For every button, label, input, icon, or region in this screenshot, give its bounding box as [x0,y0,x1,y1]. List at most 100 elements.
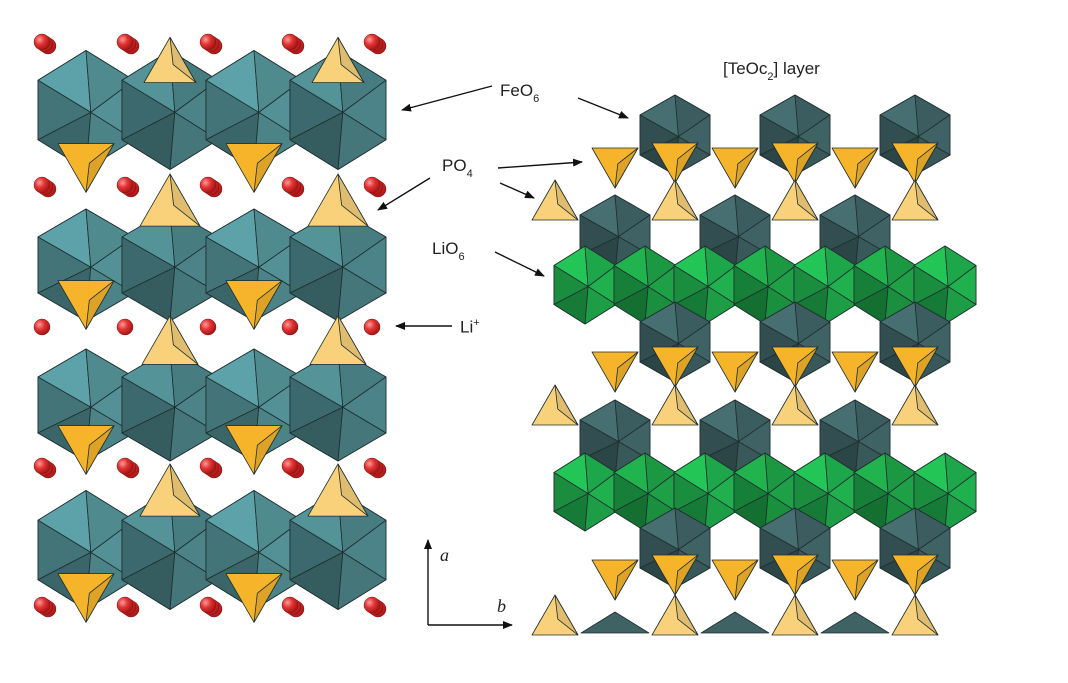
li-ion [33,318,51,336]
po4-tetrahedron [57,280,115,330]
li-ion [363,33,387,55]
po4-tetrahedron [651,346,699,388]
po4-tetrahedron [57,425,115,475]
po4-tetrahedron [307,173,369,227]
po4-tetrahedron [139,463,201,517]
feo6-octahedron [121,348,219,462]
po4-tetrahedron [143,36,197,84]
po4-tetrahedron [711,351,759,393]
po4-tetrahedron [771,346,819,388]
annotation-arrows [377,85,629,629]
li-ion [116,176,140,198]
po4-tetrahedron [651,179,699,221]
feo6-octahedron [580,611,650,634]
po4-tetrahedron [891,384,939,426]
li-ion [363,457,387,479]
po4-tetrahedron [711,147,759,189]
li-ion [199,457,223,479]
po4-tetrahedron [771,554,819,596]
lio6-octahedron [853,245,917,325]
li-ion [33,596,57,618]
li-ion [116,457,140,479]
po4-tetrahedron [891,346,939,388]
annotation-arrow [499,182,535,199]
li-ion [281,176,305,198]
lio6-octahedron [913,452,977,532]
po4-tetrahedron [891,554,939,596]
li-ion [281,457,305,479]
li-ion [116,318,134,336]
po4-tetrahedron [531,594,579,636]
po4-tetrahedron [57,573,115,623]
po4-tetrahedron [311,36,365,84]
lio6-octahedron [673,245,737,325]
po4-tetrahedron [309,315,367,365]
axis-b-label: b [497,596,506,616]
po4-tetrahedron [831,351,879,393]
teoc2-layer-label: [TeOc2] layer [723,59,820,84]
li-ion [33,457,57,479]
po4-tetrahedron [57,143,115,193]
li-ion [116,596,140,618]
lio6-octahedron [673,452,737,532]
li-ion-label: Li+ [460,317,480,337]
po4-tetrahedron [771,142,819,184]
po4-tetrahedron [307,463,369,517]
po4-tetrahedron [651,594,699,636]
li-ion [33,33,57,55]
po4-tetrahedron [591,351,639,393]
feo6-octahedron [639,301,711,383]
li-ion [33,176,57,198]
li-ion [281,33,305,55]
left-structure-panel [33,33,387,623]
li-ion [363,318,381,336]
po4-label: PO4 [442,156,473,181]
po4-tetrahedron [531,384,579,426]
li-ion [199,318,217,336]
po4-tetrahedron [651,554,699,596]
po4-tetrahedron [651,142,699,184]
po4-tetrahedron [891,179,939,221]
po4-tetrahedron [225,425,283,475]
feo6-octahedron [289,348,387,462]
po4-tetrahedron [141,315,199,365]
feo6-label: FeO6 [500,81,540,106]
po4-tetrahedron [225,573,283,623]
po4-tetrahedron [531,179,579,221]
po4-tetrahedron [891,142,939,184]
lio6-octahedron [553,245,617,325]
po4-tetrahedron [711,559,759,601]
annotation-arrow [494,251,545,277]
annotation-arrow [377,177,431,211]
po4-tetrahedron [771,179,819,221]
li-ion [199,176,223,198]
annotation-arrow [497,158,583,169]
po4-tetrahedron [591,147,639,189]
lio6-octahedron [793,245,857,325]
feo6-octahedron [700,611,770,634]
li-ion [199,33,223,55]
lio6-octahedron [553,452,617,532]
li-ion [281,596,305,618]
axis-a-label: a [440,545,449,565]
po4-tetrahedron [831,559,879,601]
po4-tetrahedron [771,594,819,636]
li-ion [199,596,223,618]
po4-tetrahedron [891,594,939,636]
annotation-arrow [577,97,629,119]
feo6-octahedron [820,611,890,634]
po4-tetrahedron [591,559,639,601]
li-ion [116,33,140,55]
li-ion [363,176,387,198]
po4-tetrahedron [139,173,201,227]
lio6-octahedron [913,245,977,325]
lio6-octahedron [793,452,857,532]
po4-tetrahedron [831,147,879,189]
feo6-octahedron [819,399,891,481]
po4-tetrahedron [771,384,819,426]
li-ion [363,596,387,618]
po4-tetrahedron [225,143,283,193]
po4-tetrahedron [225,280,283,330]
feo6-octahedron [289,208,387,322]
